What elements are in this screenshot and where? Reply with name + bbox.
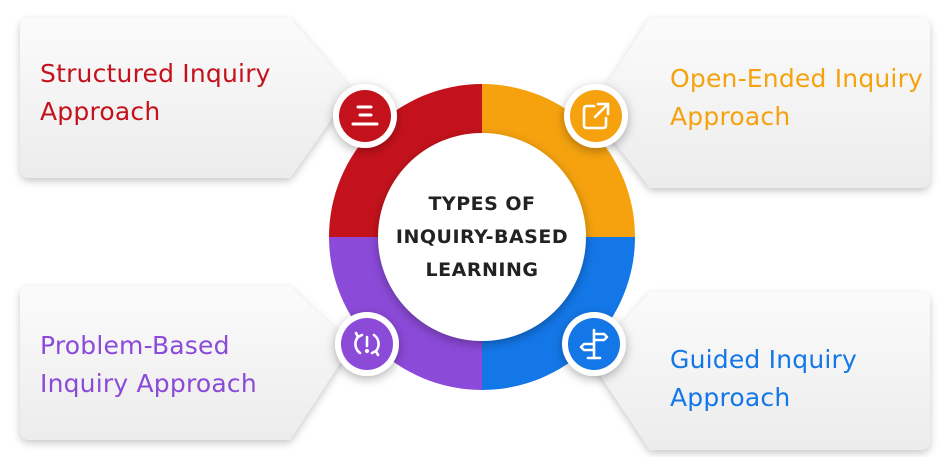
guided-inquiry-label: Guided Inquiry Approach (670, 341, 857, 417)
card-problem-based-inquiry (20, 286, 352, 440)
center-circle (378, 133, 586, 341)
center-title-line2: INQUIRY-BASED (395, 226, 569, 248)
card-open-ended-inquiry (590, 18, 930, 188)
refresh-alert-icon (354, 331, 380, 357)
ring-segment-orange (482, 84, 635, 237)
external-link-icon (582, 102, 610, 130)
problem-based-inquiry-line1: Problem-Based (40, 331, 230, 360)
open-ended-inquiry-line1: Open-Ended Inquiry (670, 64, 924, 93)
center-title-line3: LEARNING (425, 259, 539, 281)
ring-segment-red (329, 84, 482, 237)
structured-inquiry-line1: Structured Inquiry (40, 59, 271, 88)
open-ended-inquiry-label: Open-Ended Inquiry Approach (670, 60, 923, 136)
ring-segment-purple (329, 237, 482, 390)
card-structured-inquiry (20, 18, 352, 178)
center-title-line1: TYPES OF (428, 193, 536, 215)
badge-open-ended (564, 84, 628, 148)
problem-based-inquiry-line2: Inquiry Approach (40, 369, 257, 398)
badge-structured (333, 84, 397, 148)
problem-based-inquiry-label: Problem-Based Inquiry Approach (40, 327, 257, 403)
open-ended-inquiry-line2: Approach (670, 102, 791, 131)
structured-inquiry-label: Structured Inquiry Approach (40, 55, 271, 131)
signpost-icon (579, 328, 609, 360)
list-lines-icon (351, 105, 379, 126)
badge-guided (562, 312, 626, 376)
center-title: TYPES OF INQUIRY-BASED LEARNING (360, 188, 604, 287)
guided-inquiry-line2: Approach (670, 383, 791, 412)
ring-segment-blue (482, 237, 635, 390)
guided-inquiry-line1: Guided Inquiry (670, 345, 857, 374)
badge-problem-based (335, 312, 399, 376)
structured-inquiry-line2: Approach (40, 97, 161, 126)
card-guided-inquiry (590, 292, 930, 450)
